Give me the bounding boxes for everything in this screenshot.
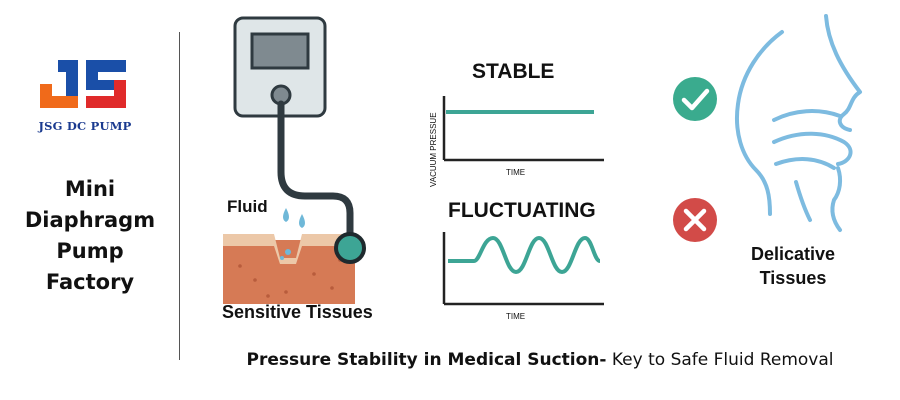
illustration-panel: Fluid Sensitive Tissues STABLE VACUUM PR… (222, 14, 862, 322)
fluid-drop-icon (283, 208, 289, 222)
cross-icon (673, 198, 717, 242)
title-line: Mini (64, 177, 116, 201)
sensitive-tissues-label: Sensitive Tissues (222, 302, 373, 322)
jsg-logo (40, 60, 126, 108)
fluid-splash-icon (285, 249, 291, 255)
caption-bold: Pressure Stability in Medical Suction- (246, 350, 607, 370)
x-axis-label: TIME (506, 312, 525, 321)
suction-device-icon (233, 16, 327, 118)
fluid-drop-icon (299, 214, 305, 228)
factory-title: Mini Diaphragm Pump Factory (0, 174, 180, 298)
fluid-splash-icon (280, 256, 284, 260)
title-line: Pump (56, 239, 124, 263)
stable-title: STABLE (472, 60, 554, 83)
logo-text: JSG DC PUMP (38, 119, 132, 133)
head-profile-icon (735, 14, 862, 232)
suction-hose (277, 100, 354, 244)
delicative-tissues-label: Delicative (751, 244, 835, 264)
fluctuating-pressure-line (448, 235, 601, 275)
fluctuating-title: FLUCTUATING (448, 199, 596, 222)
caption: Pressure Stability in Medical Suction- K… (190, 350, 890, 370)
title-line: Factory (45, 270, 135, 294)
delicative-tissues-label: Tissues (760, 268, 827, 288)
check-icon (673, 77, 717, 121)
x-axis-label: TIME (506, 168, 525, 177)
fluid-label: Fluid (227, 197, 268, 216)
title-line: Diaphragm (24, 208, 156, 232)
suction-tip-icon (334, 232, 366, 264)
caption-normal: Key to Safe Fluid Removal (606, 350, 834, 370)
y-axis-label: VACUUM PRESSUE (429, 112, 438, 187)
vertical-divider (179, 32, 180, 360)
